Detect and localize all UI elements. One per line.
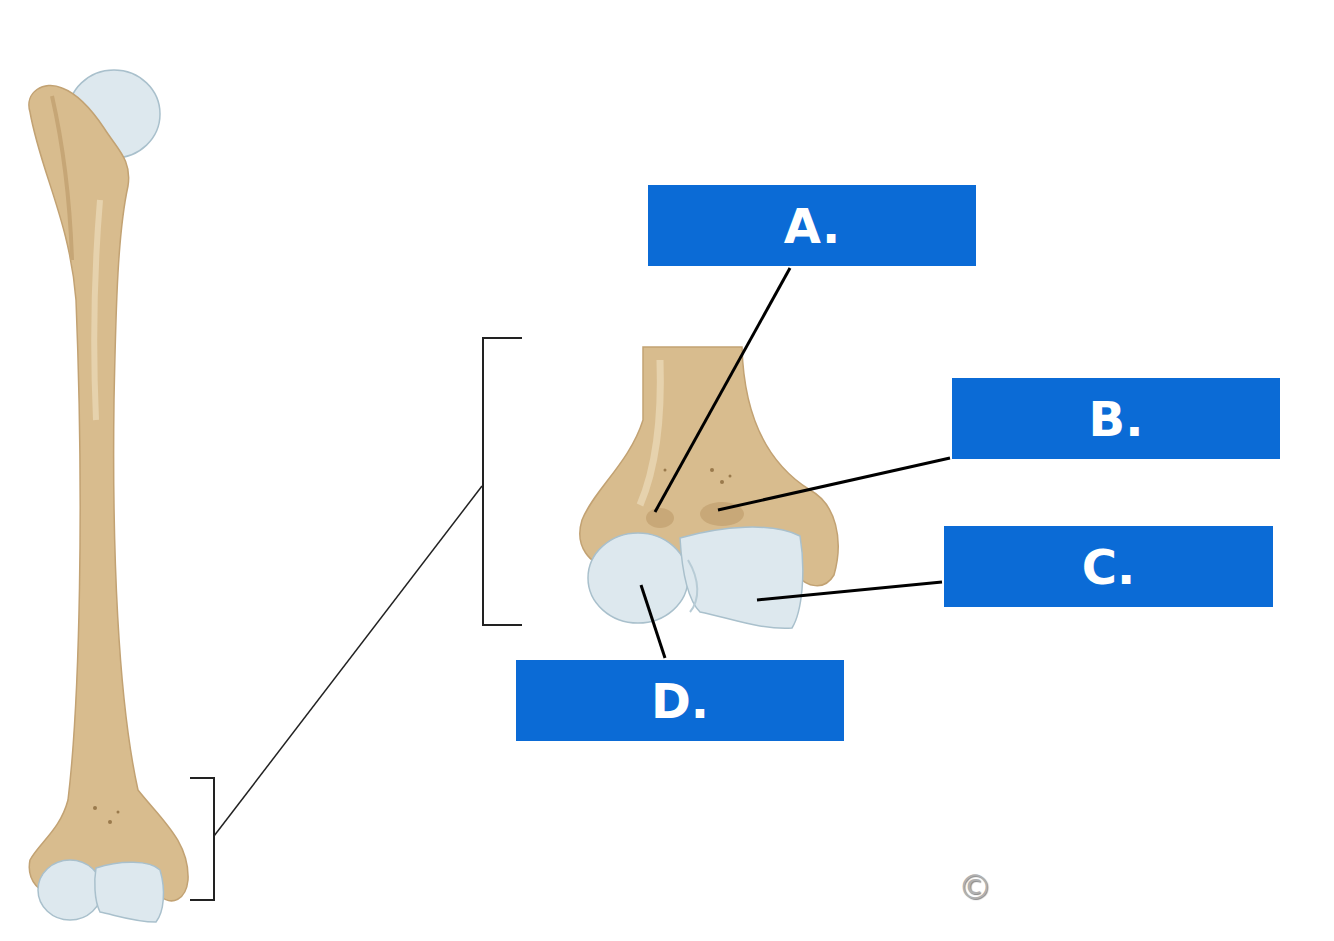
leader-line <box>641 585 665 658</box>
copyright-mark: © <box>958 870 992 904</box>
humerus-shaft <box>29 85 188 900</box>
label-letter: C. <box>1082 543 1135 591</box>
trochlear-groove <box>688 560 697 612</box>
distal-humerus-zoom <box>580 347 838 628</box>
shaft-highlight <box>640 360 660 505</box>
capitulum-cartilage <box>588 533 688 623</box>
label-box: D. <box>516 660 844 741</box>
zoom-line <box>214 486 482 836</box>
leader-line <box>655 268 790 512</box>
trochlea-cartilage <box>680 527 803 628</box>
intertubercular-groove <box>52 96 72 260</box>
leader-line <box>718 458 950 510</box>
label-box: C. <box>944 526 1273 607</box>
label-letter: A. <box>784 202 840 250</box>
label-box: B. <box>952 378 1280 459</box>
full-humerus <box>29 70 188 922</box>
small-bracket <box>190 778 214 900</box>
label-letter: B. <box>1089 395 1144 443</box>
leader-line <box>757 582 942 600</box>
label-letter: D. <box>651 677 709 725</box>
large-bracket <box>483 338 522 625</box>
label-box: A. <box>648 185 976 266</box>
shaft-highlight <box>94 200 100 420</box>
trochlea-cartilage <box>95 862 164 922</box>
capitulum-cartilage <box>38 860 102 920</box>
radial-fossa <box>646 508 674 528</box>
